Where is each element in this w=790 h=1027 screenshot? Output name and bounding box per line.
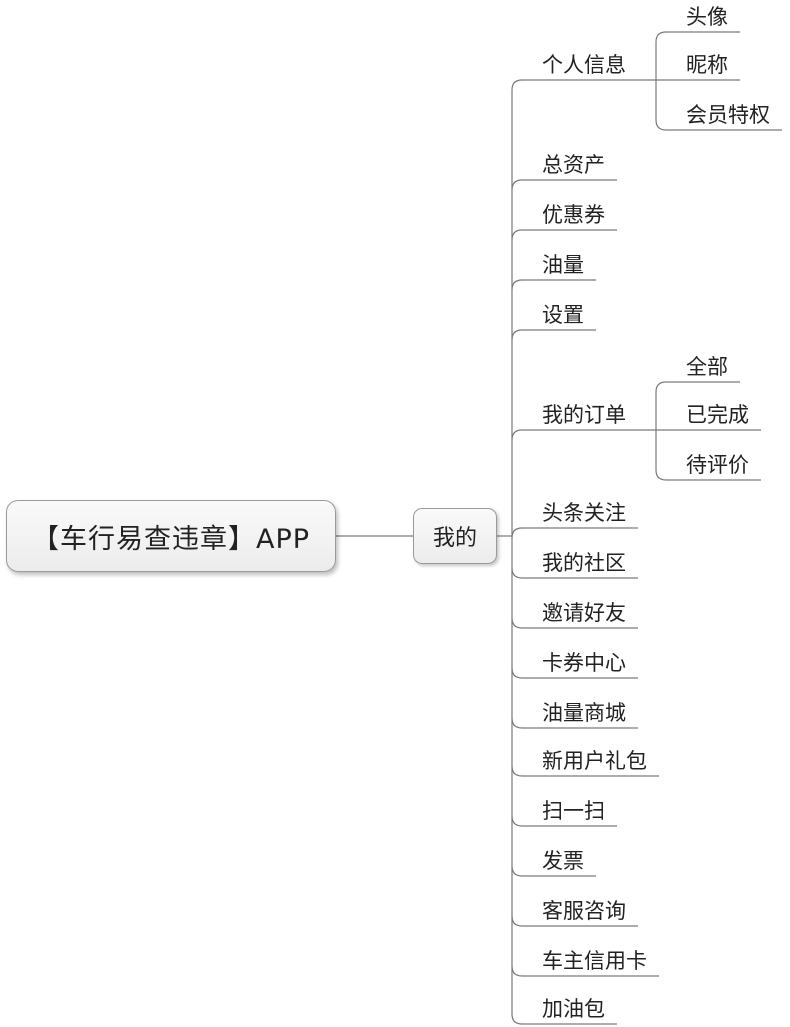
branch-8-line [511, 617, 638, 629]
branch-13-line [511, 865, 596, 877]
branch-7-label[interactable]: 我的社区 [542, 551, 626, 575]
branch-9-line [511, 667, 638, 679]
branch-0-child-0-label[interactable]: 头像 [686, 5, 728, 29]
branch-0-child-2-label[interactable]: 会员特权 [686, 103, 770, 127]
branch-11-line [511, 765, 659, 777]
branch-0-label[interactable]: 个人信息 [542, 53, 626, 77]
branch-5-label[interactable]: 我的订单 [542, 403, 626, 427]
branch-3-line [511, 279, 596, 291]
branch-3-label[interactable]: 油量 [542, 253, 584, 277]
branch-16-label[interactable]: 加油包 [542, 997, 605, 1021]
branch-0-line [511, 79, 638, 91]
branch-10-label[interactable]: 油量商城 [542, 701, 626, 725]
center-node-wode[interactable]: 我的 [413, 508, 497, 564]
branch-5-child-2-line [655, 469, 761, 481]
branch-15-line [511, 965, 659, 977]
branch-4-label[interactable]: 设置 [542, 303, 584, 327]
branch-6-line [511, 527, 638, 539]
branch-16-line [511, 1013, 617, 1025]
branch-2-label[interactable]: 优惠券 [542, 203, 605, 227]
root-node-label: 【车行易查违章】APP [31, 523, 311, 555]
branch-13-label[interactable]: 发票 [542, 849, 584, 873]
branch-9-label[interactable]: 卡券中心 [542, 651, 626, 675]
branch-8-label[interactable]: 邀请好友 [542, 601, 626, 625]
branch-12-line [511, 815, 617, 827]
branch-10-line [511, 717, 638, 729]
root-node[interactable]: 【车行易查违章】APP [6, 500, 336, 572]
branch-5-line [511, 429, 638, 441]
branch-4-line [511, 329, 596, 341]
branch-14-label[interactable]: 客服咨询 [542, 899, 626, 923]
branch-11-label[interactable]: 新用户礼包 [542, 749, 647, 773]
branch-0-child-2-line [655, 119, 782, 131]
branch-6-label[interactable]: 头条关注 [542, 501, 626, 525]
branch-14-line [511, 915, 638, 927]
branch-0-child-0-line [655, 31, 740, 43]
branch-7-line [511, 567, 638, 579]
branch-0-child-1-label[interactable]: 昵称 [686, 53, 728, 77]
branch-1-label[interactable]: 总资产 [542, 153, 605, 177]
branch-5-child-2-label[interactable]: 待评价 [686, 453, 749, 477]
branch-5-child-1-label[interactable]: 已完成 [686, 403, 749, 427]
branch-5-child-0-label[interactable]: 全部 [686, 355, 728, 379]
branch-5-child-0-line [655, 381, 740, 393]
branch-15-label[interactable]: 车主信用卡 [542, 949, 647, 973]
branch-12-label[interactable]: 扫一扫 [542, 799, 605, 823]
center-node-label: 我的 [432, 526, 477, 551]
branch-2-line [511, 229, 617, 241]
branch-1-line [511, 179, 617, 191]
